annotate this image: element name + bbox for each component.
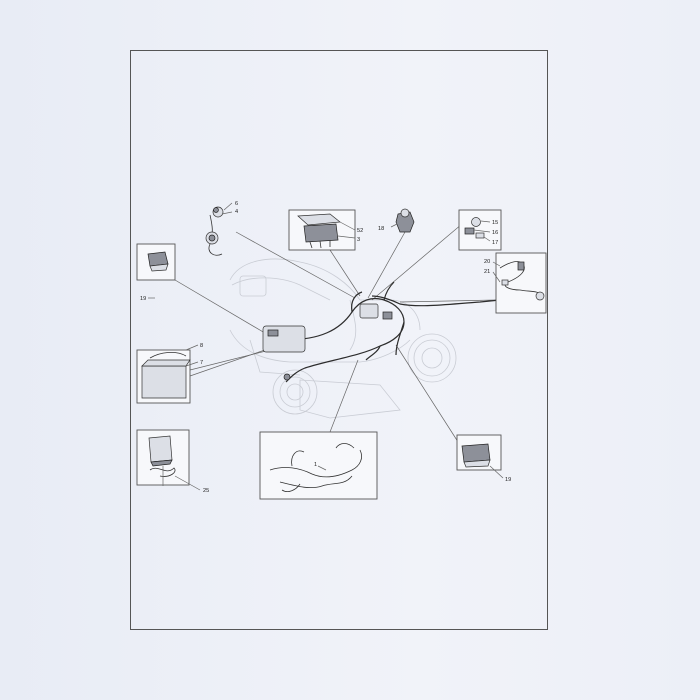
callout-20: 20 <box>484 259 490 265</box>
part-18-ignition-switch <box>390 208 415 233</box>
part-box-8-7-battery <box>136 344 199 404</box>
part-box-52-3 <box>288 209 356 251</box>
callout-17: 17 <box>492 240 498 246</box>
callout-labels: 6 4 52 3 18 15 16 17 20 21 19 8 7 1 19 2… <box>140 201 511 494</box>
callout-4: 4 <box>235 209 238 215</box>
callout-21: 21 <box>484 269 490 275</box>
callout-19-right: 19 <box>505 477 511 483</box>
part-box-19-switch-left <box>136 243 176 299</box>
callout-3: 3 <box>357 237 360 243</box>
callout-19-left: 19 <box>140 296 146 302</box>
callout-15: 15 <box>492 220 498 226</box>
main-wiring-harness <box>262 281 501 383</box>
callout-6: 6 <box>235 201 238 207</box>
part-box-20-21 <box>492 252 547 314</box>
part-box-25-charger <box>136 429 201 491</box>
leader-lines <box>174 223 497 446</box>
callout-1: 1 <box>314 462 317 468</box>
part-box-19-relay-right <box>456 434 504 479</box>
callout-8: 8 <box>200 343 203 349</box>
part-box-1-harness <box>259 431 378 500</box>
callout-25: 25 <box>203 488 209 494</box>
part-box-15-16-17 <box>458 209 502 251</box>
page-border-frame <box>130 50 548 630</box>
callout-52: 52 <box>357 228 363 234</box>
callout-16: 16 <box>492 230 498 236</box>
callout-7: 7 <box>200 360 203 366</box>
callout-18: 18 <box>378 226 384 232</box>
part-box-6-4 <box>205 202 233 256</box>
